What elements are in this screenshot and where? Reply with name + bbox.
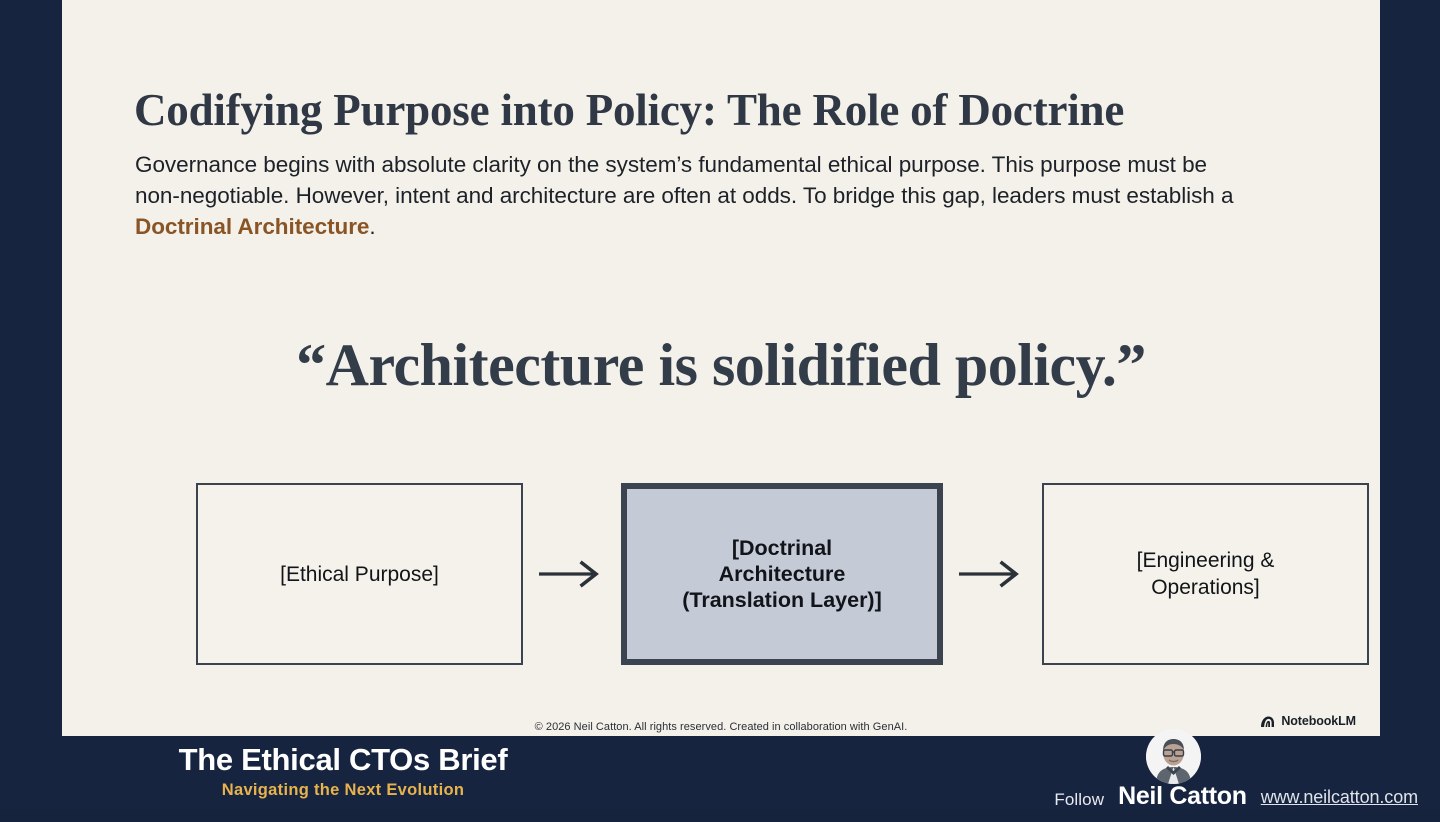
- page-title: Codifying Purpose into Policy: The Role …: [134, 85, 1125, 136]
- avatar: [1146, 729, 1202, 784]
- flow-box-doctrinal-architecture: [Doctrinal Architecture (Translation Lay…: [621, 483, 943, 665]
- flow-box-engineering-operations: [Engineering & Operations]: [1042, 483, 1369, 665]
- flow-box-label-line-2: Architecture: [718, 562, 846, 586]
- flow-box-ethical-purpose: [Ethical Purpose]: [196, 483, 523, 665]
- flow-box-label-line-1: [Engineering &: [1136, 549, 1275, 572]
- follow-block: Follow Neil Cat: [1054, 729, 1418, 822]
- person-name: Neil Catton: [1118, 782, 1247, 810]
- bottom-bar: The Ethical CTOs Brief Navigating the Ne…: [0, 729, 1440, 810]
- flow-box-label-line-1: [Doctrinal: [731, 536, 833, 560]
- flow-box-label: [Doctrinal Architecture (Translation Lay…: [682, 535, 882, 613]
- notebooklm-badge: NotebookLM: [1260, 714, 1356, 728]
- flow-box-label-line-3: (Translation Layer)]: [682, 588, 882, 612]
- website-link[interactable]: www.neilcatton.com: [1260, 787, 1418, 807]
- flow-box-label-line-2: Operations]: [1151, 576, 1260, 599]
- notebooklm-label: NotebookLM: [1281, 714, 1356, 728]
- body-text-accent: Doctrinal Architecture: [135, 213, 370, 239]
- body-text-part-2: .: [369, 213, 376, 239]
- flow-diagram: [Ethical Purpose] [Doctrinal Architectur…: [134, 483, 1369, 665]
- slide-canvas: Codifying Purpose into Policy: The Role …: [62, 0, 1380, 736]
- flow-box-label: [Ethical Purpose]: [280, 562, 439, 586]
- brand-subtitle: Navigating the Next Evolution: [221, 781, 465, 799]
- brand-block: The Ethical CTOs Brief Navigating the Ne…: [163, 741, 523, 801]
- follow-label: Follow: [1054, 790, 1105, 809]
- pull-quote: “Architecture is solidified policy.”: [296, 332, 1146, 398]
- person-block: Neil Catton: [1118, 729, 1247, 810]
- notebooklm-icon: [1260, 715, 1275, 728]
- body-text-part-1: Governance begins with absolute clarity …: [135, 151, 1234, 208]
- slide-body-text: Governance begins with absolute clarity …: [135, 149, 1240, 242]
- copyright-notice: © 2026 Neil Catton. All rights reserved.…: [534, 721, 908, 733]
- flow-box-label: [Engineering & Operations]: [1137, 547, 1275, 601]
- arrow-right-icon: [537, 559, 607, 589]
- arrow-right-icon: [957, 559, 1027, 589]
- brand-title: The Ethical CTOs Brief: [178, 742, 508, 777]
